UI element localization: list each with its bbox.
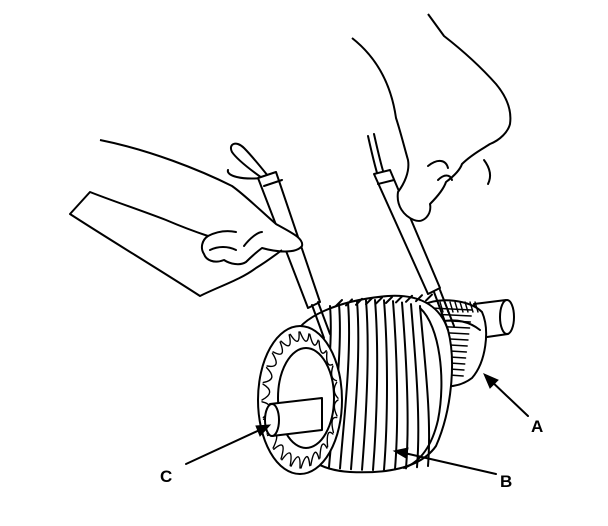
arrowhead-c bbox=[255, 424, 272, 437]
core-ridge-line bbox=[405, 294, 413, 303]
core-ridge-line bbox=[335, 299, 343, 307]
commutator-segment bbox=[454, 301, 459, 313]
commutator-bar bbox=[429, 307, 473, 311]
core-slot-line bbox=[361, 299, 369, 471]
winding-loop bbox=[266, 352, 277, 368]
core-slot-line bbox=[339, 301, 351, 470]
commutator-segment bbox=[464, 301, 469, 313]
commutator-segment bbox=[469, 301, 474, 313]
arrowhead-a bbox=[483, 373, 499, 389]
core-slot-line bbox=[410, 303, 420, 469]
callout-a: A bbox=[483, 373, 543, 436]
winding-loop bbox=[326, 431, 334, 448]
winding-loop bbox=[273, 444, 284, 460]
winding-loop bbox=[289, 331, 300, 343]
core-slot-line bbox=[383, 299, 388, 471]
winding-loop bbox=[280, 334, 291, 347]
winding-loop bbox=[318, 340, 327, 354]
commutator-segment bbox=[439, 301, 444, 313]
commutator-segment bbox=[474, 301, 479, 313]
winding-loop bbox=[261, 383, 271, 401]
winding-loop bbox=[300, 455, 311, 469]
core-ridge-line bbox=[375, 296, 383, 305]
winding-loop bbox=[309, 333, 319, 346]
label-a: A bbox=[531, 417, 543, 436]
winding-loop bbox=[290, 456, 301, 469]
winding-loop bbox=[281, 452, 292, 467]
winding-loop bbox=[319, 443, 328, 459]
callout-c: C bbox=[160, 424, 272, 486]
commutator-segment bbox=[449, 301, 454, 313]
winding-loop bbox=[331, 416, 338, 434]
core-ridge-line bbox=[395, 295, 403, 304]
winding-loop bbox=[310, 451, 320, 466]
core-slot-line bbox=[419, 305, 431, 467]
core-ridge-line bbox=[415, 294, 423, 303]
core-ridge-line bbox=[365, 297, 373, 306]
core-ridge-line bbox=[425, 293, 433, 302]
armature bbox=[257, 293, 515, 475]
winding-loop bbox=[299, 331, 310, 342]
core-ridge-line bbox=[385, 296, 393, 304]
core-slot-line bbox=[350, 300, 360, 471]
winding-loop bbox=[262, 366, 273, 384]
right-hand bbox=[351, 13, 512, 222]
winding-loop bbox=[325, 351, 334, 366]
label-c: C bbox=[160, 467, 172, 486]
callout-b: B bbox=[392, 447, 512, 491]
core-ridge-line bbox=[345, 298, 353, 307]
label-b: B bbox=[500, 472, 512, 491]
commutator-segment bbox=[459, 301, 464, 313]
core-ridge-line bbox=[355, 297, 363, 306]
core-slot-line bbox=[372, 299, 379, 471]
left-shaft bbox=[264, 397, 323, 437]
winding-loop bbox=[272, 341, 284, 355]
right-probe bbox=[367, 133, 455, 331]
arrowhead-b bbox=[392, 447, 409, 459]
left-hand bbox=[69, 139, 304, 297]
